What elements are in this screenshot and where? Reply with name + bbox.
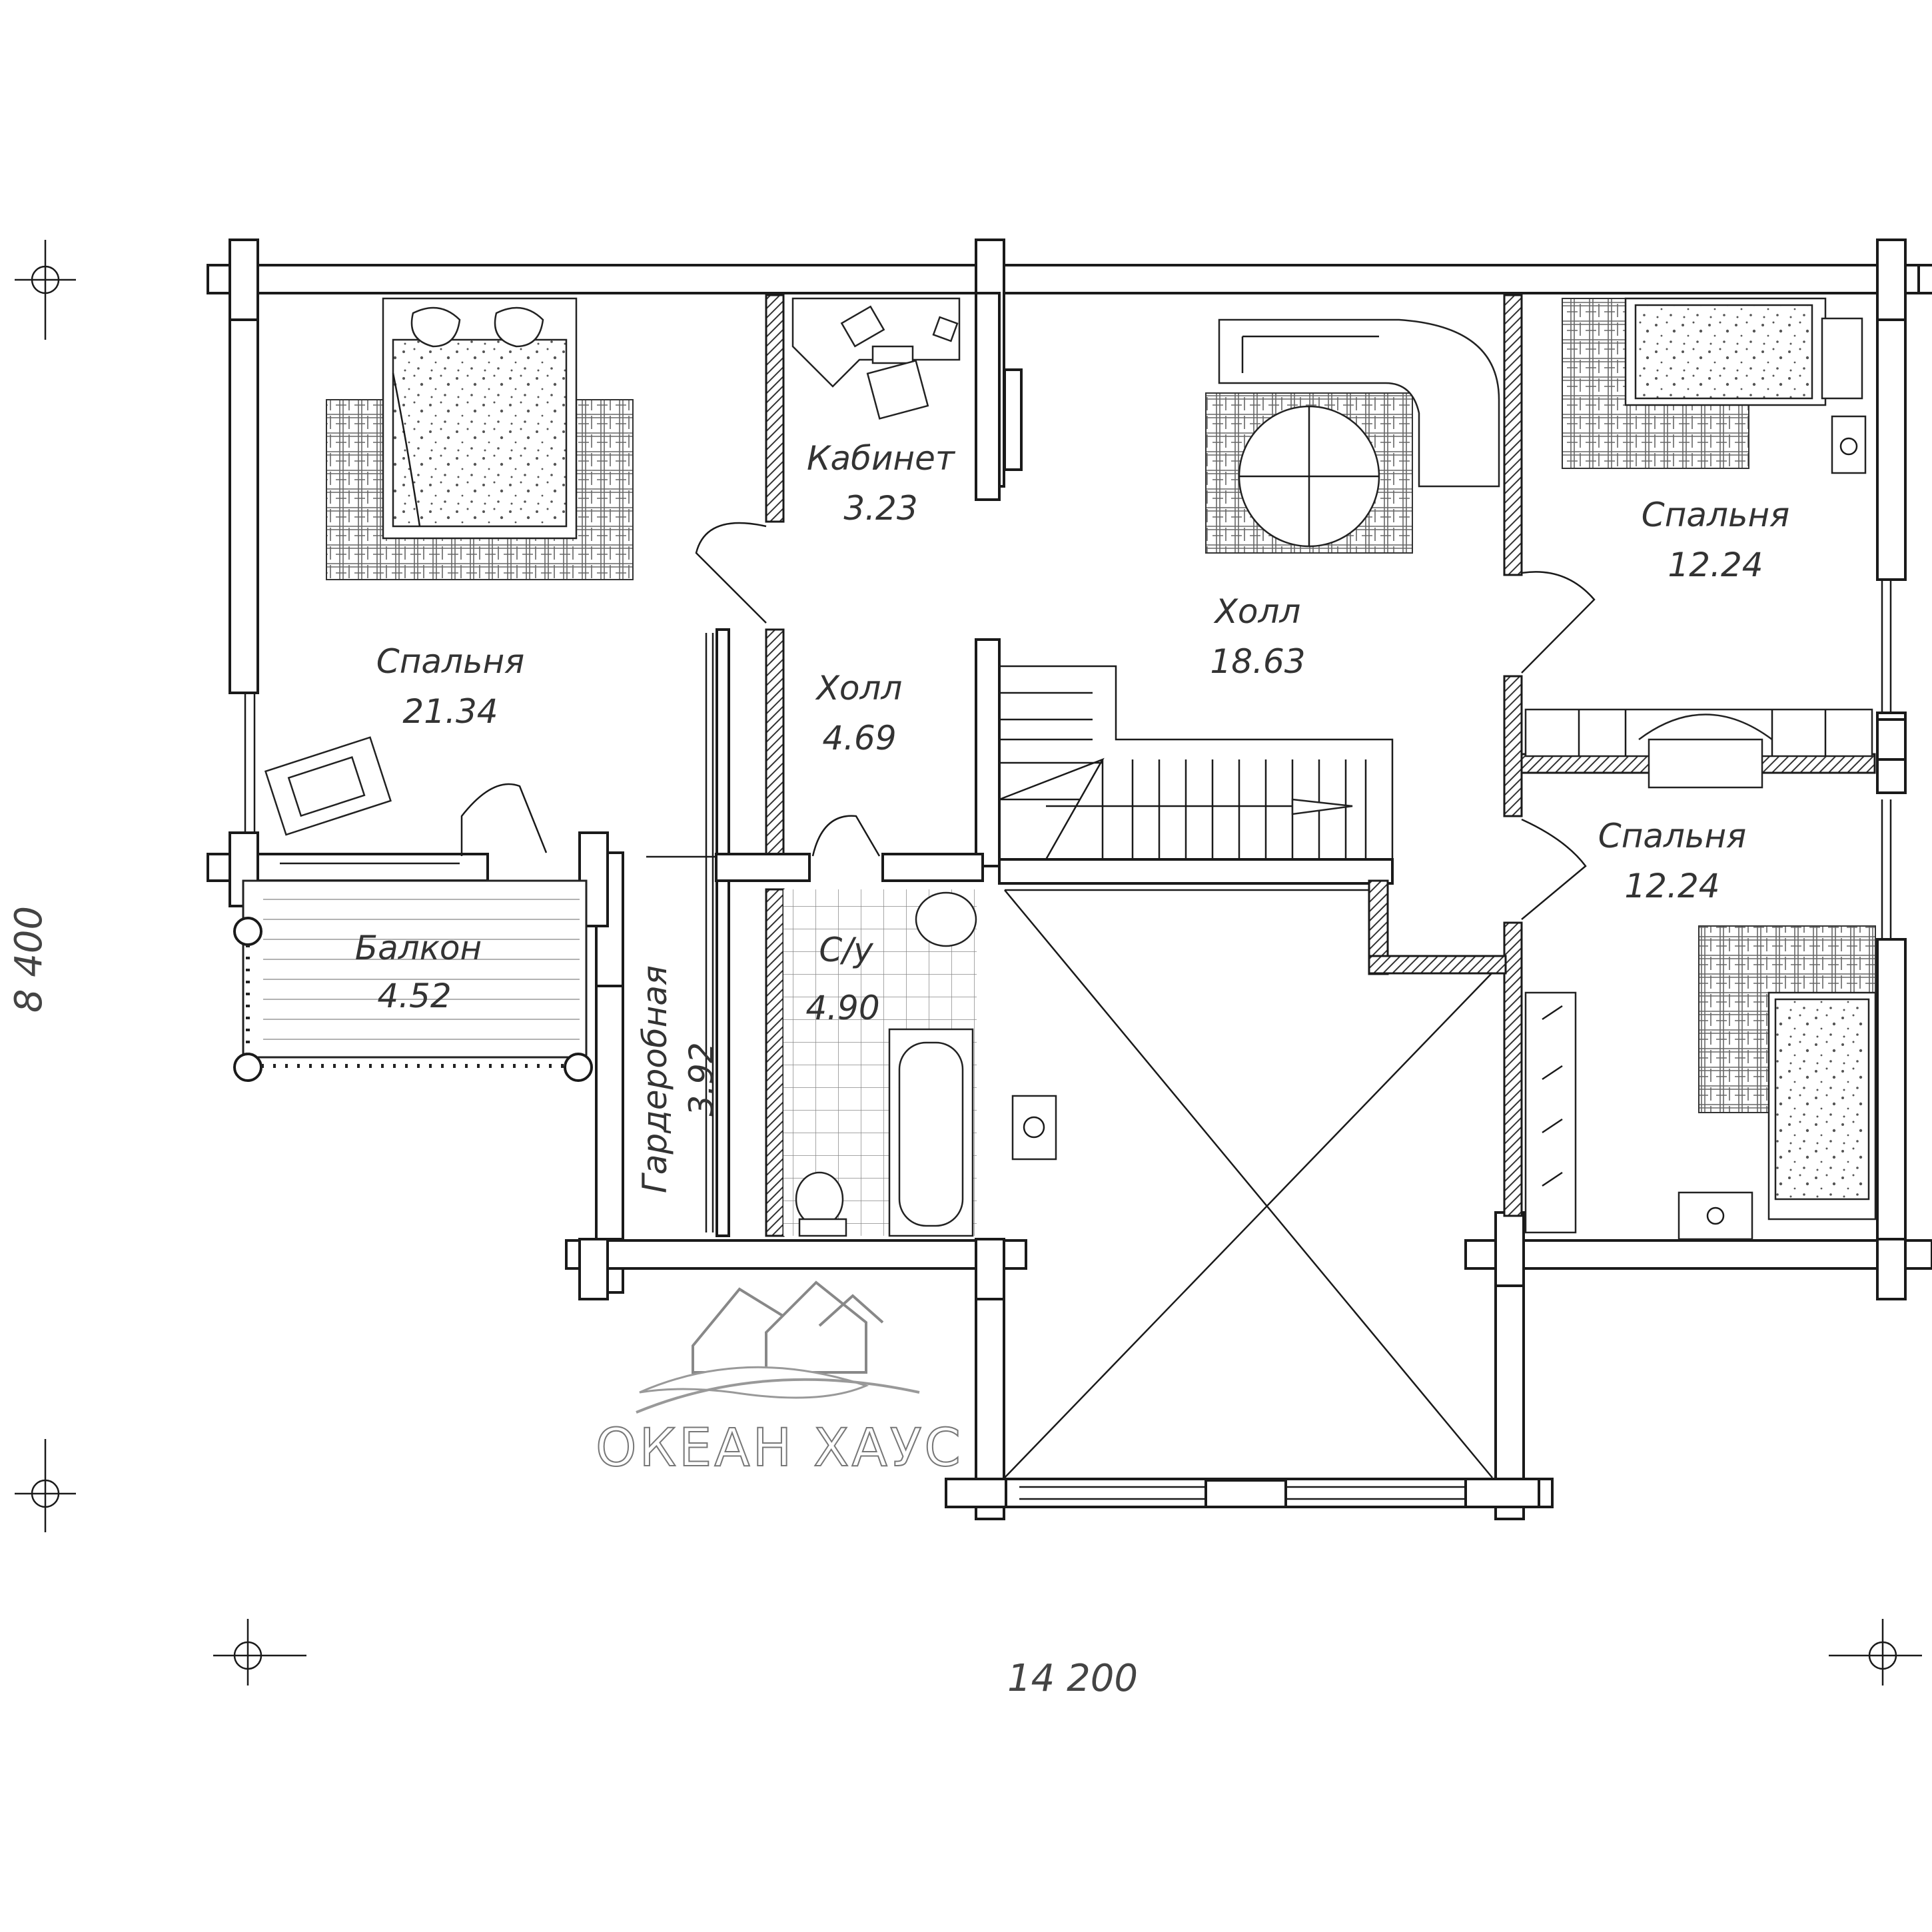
hall-small-area: 4.69 — [822, 719, 896, 757]
balcony-area: 4.52 — [377, 977, 451, 1015]
balcony — [233, 879, 624, 1240]
open-void — [1004, 889, 1493, 1478]
bed-se — [1524, 925, 1877, 1240]
balcony-name: Балкон — [355, 929, 482, 967]
bathroom-name: С/у — [819, 931, 874, 969]
interior-walls — [715, 292, 1907, 1237]
bedroom-main-area: 21.34 — [402, 692, 498, 731]
axis-marker-icon — [15, 240, 76, 340]
bed-master — [326, 297, 634, 580]
bedroom-se-area: 12.24 — [1624, 867, 1719, 905]
hall-big-name: Холл — [1213, 592, 1301, 631]
bedroom-ne-name: Спальня — [1642, 496, 1789, 534]
staircase — [999, 665, 1394, 860]
wardrobe-ne — [1524, 708, 1873, 789]
wardrobe-area: 3.92 — [682, 1042, 721, 1116]
stair-arrow-icon — [1291, 798, 1353, 815]
sofa-set — [1205, 318, 1500, 554]
bathroom-fixtures — [783, 889, 977, 1237]
bedroom-main-name: Спальня — [376, 642, 524, 681]
room-labels: Спальня 21.34 Кабинет 3.23 Холл 4.69 Хол… — [355, 439, 1789, 1193]
axis-marker-icon — [1829, 1619, 1922, 1686]
windows — [244, 368, 1892, 1508]
bedroom-se-name: Спальня — [1598, 817, 1746, 855]
hall-small-name: Холл — [815, 669, 903, 708]
desk — [791, 297, 961, 420]
bedroom-ne-area: 12.24 — [1668, 546, 1763, 584]
axis-marker-icon — [213, 1619, 306, 1686]
office-area: 3.23 — [843, 489, 917, 528]
height-dimension: 8 400 — [7, 906, 51, 1013]
bathroom-area: 4.90 — [805, 989, 879, 1027]
house-logo-icon — [636, 1280, 920, 1414]
width-dimension: 14 200 — [1007, 1657, 1138, 1700]
office-name: Кабинет — [807, 439, 956, 478]
shower-drain — [1011, 1095, 1057, 1161]
hall-big-area: 18.63 — [1210, 642, 1305, 681]
bed-ne — [1562, 297, 1867, 474]
armchair — [264, 736, 392, 836]
wardrobe-name: Гардеробная — [636, 965, 674, 1193]
doors — [460, 522, 1596, 920]
axis-marker-icon — [15, 1439, 76, 1532]
brand-name: ОКЕАН ХАУС — [596, 1418, 963, 1478]
